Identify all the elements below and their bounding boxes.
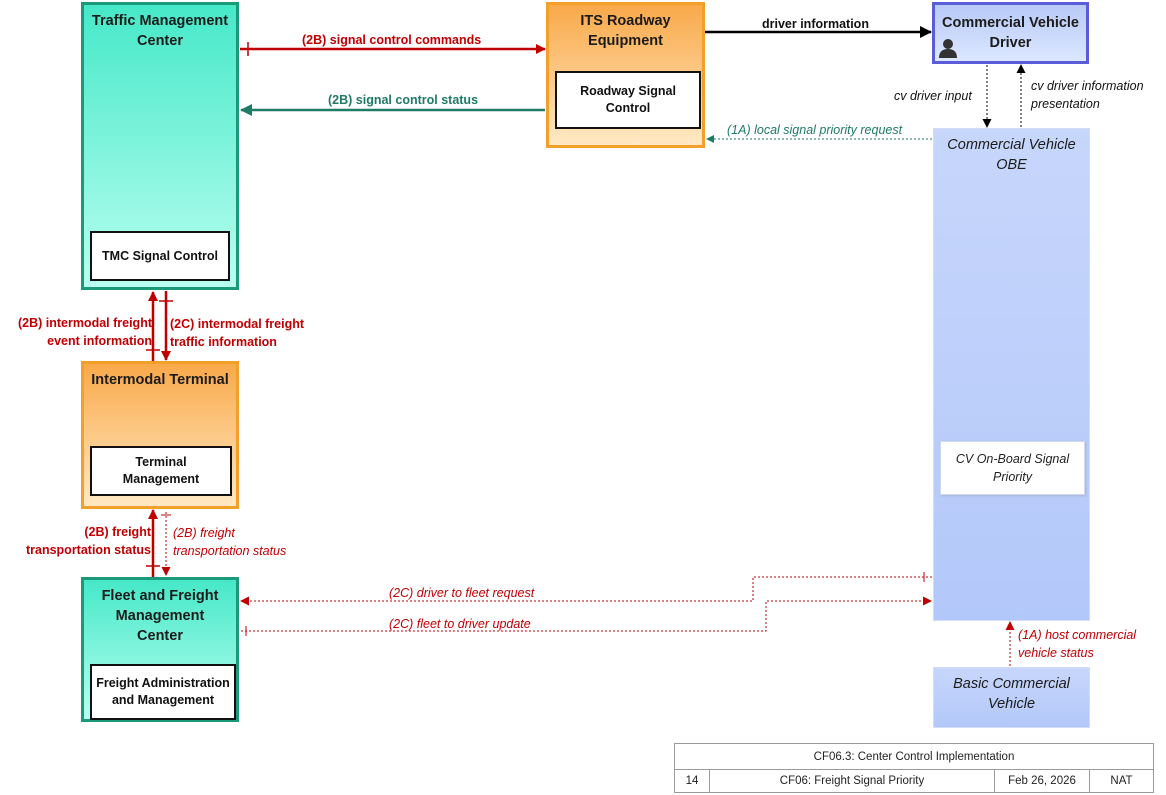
terminal-management: Terminal Management — [90, 446, 232, 496]
label-host-commercial-vehicle-status-1: (1A) host commercial — [1018, 628, 1137, 642]
label-cv-driver-information-presentation-2: presentation — [1031, 97, 1100, 111]
label-intermodal-freight-traffic-1: (2C) intermodal freight — [170, 317, 305, 331]
its-title: ITS Roadway Equipment — [580, 13, 671, 49]
label-fleet-to-driver-update: (2C) fleet to driver update — [389, 617, 531, 631]
commercial-vehicle-obe: Commercial Vehicle OBE CV On-Board Signa… — [933, 128, 1090, 621]
label-signal-control-commands: (2B) signal control commands — [302, 33, 482, 47]
label-local-signal-priority-request: (1A) local signal priority request — [727, 123, 903, 137]
label-freight-status-solid-2: transportation status — [25, 543, 151, 557]
title-block: CF06.3: Center Control Implementation 14… — [674, 743, 1154, 793]
title-block-title: CF06.3: Center Control Implementation — [675, 744, 1153, 770]
label-freight-status-dotted-1: (2B) freight — [173, 526, 235, 540]
flow-fleet-to-driver-update — [241, 596, 932, 632]
title-block-name: CF06: Freight Signal Priority — [710, 769, 995, 793]
its-roadway-equipment: ITS Roadway Equipment Roadway Signal Con… — [546, 2, 705, 148]
imt-title: Intermodal Terminal — [91, 372, 229, 388]
flow-driver-to-fleet-request — [240, 576, 932, 606]
label-intermodal-freight-traffic-2: traffic information — [170, 335, 277, 349]
cv-on-board-signal-priority: CV On-Board Signal Priority — [940, 441, 1085, 495]
commercial-vehicle-driver: Commercial Vehicle Driver — [932, 2, 1089, 64]
label-intermodal-freight-event-2: event information — [47, 334, 152, 348]
person-icon — [939, 39, 957, 58]
title-block-date: Feb 26, 2026 — [995, 769, 1090, 793]
roadway-signal-control: Roadway Signal Control — [555, 71, 701, 129]
label-intermodal-freight-event-1: (2B) intermodal freight — [17, 316, 152, 330]
label-driver-information: driver information — [762, 17, 869, 31]
label-signal-control-status: (2B) signal control status — [328, 93, 479, 107]
label-host-commercial-vehicle-status-2: vehicle status — [1018, 646, 1094, 660]
traffic-management-center: Traffic Management Center TMC Signal Con… — [81, 2, 239, 290]
ffm-title: Fleet and Freight Management Center — [101, 588, 219, 644]
cvd-title: Commercial Vehicle Driver — [941, 15, 1079, 51]
obe-title: Commercial Vehicle OBE — [947, 137, 1076, 173]
title-block-code: NAT — [1110, 775, 1133, 787]
label-driver-to-fleet-request: (2C) driver to fleet request — [389, 586, 535, 600]
tmc-signal-control: TMC Signal Control — [90, 231, 230, 281]
fleet-and-freight-management-center: Fleet and Freight Management Center Frei… — [81, 577, 239, 722]
intermodal-terminal: Intermodal Terminal Terminal Management — [81, 361, 239, 509]
label-cv-driver-input: cv driver input — [894, 89, 972, 103]
bcv-title: Basic Commercial Vehicle — [953, 676, 1070, 712]
label-freight-status-solid-1: (2B) freight — [84, 525, 151, 539]
tmc-title: Traffic Management Center — [91, 13, 229, 49]
label-freight-status-dotted-2: transportation status — [173, 544, 287, 558]
basic-commercial-vehicle: Basic Commercial Vehicle — [933, 667, 1090, 728]
label-cv-driver-information-presentation-1: cv driver information — [1031, 79, 1144, 93]
freight-administration-and-management: Freight Administration and Management — [90, 664, 236, 720]
title-block-page: 14 — [675, 769, 710, 793]
